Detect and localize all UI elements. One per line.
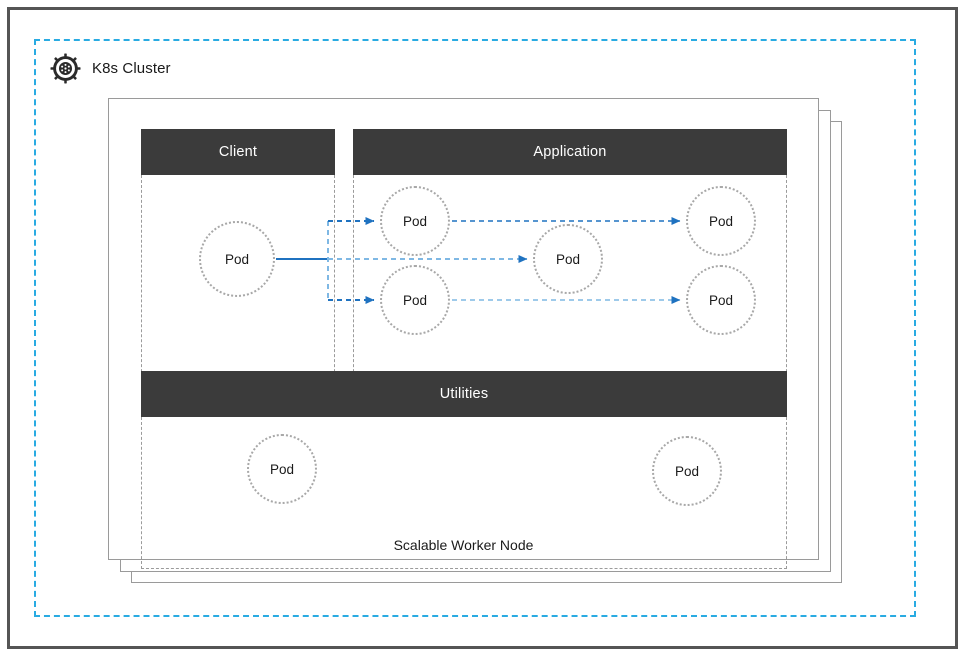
group-utilities-body: [141, 417, 787, 569]
pod-application-5[interactable]: Pod: [686, 265, 756, 335]
group-client-header: Client: [141, 129, 335, 175]
group-application-header: Application: [353, 129, 787, 175]
pod-utilities-1[interactable]: Pod: [247, 434, 317, 504]
k8s-cluster-boundary: [34, 39, 916, 617]
cluster-title-row: K8s Cluster: [50, 52, 171, 84]
pod-client-1[interactable]: Pod: [199, 221, 275, 297]
group-client: Client: [141, 129, 335, 392]
image-frame-border: [7, 7, 958, 649]
pod-application-3[interactable]: Pod: [533, 224, 603, 294]
worker-node-label: Scalable Worker Node: [393, 537, 534, 553]
pod-label: Pod: [708, 213, 734, 229]
group-client-title: Client: [218, 144, 258, 160]
pod-application-2[interactable]: Pod: [380, 265, 450, 335]
group-application: Application: [353, 129, 787, 392]
pod-utilities-2[interactable]: Pod: [652, 436, 722, 506]
pod-label: Pod: [402, 292, 428, 308]
pod-application-1[interactable]: Pod: [380, 186, 450, 256]
pod-label: Pod: [224, 251, 250, 267]
pod-label: Pod: [269, 461, 295, 477]
cluster-title: K8s Cluster: [92, 59, 171, 77]
group-application-title: Application: [533, 144, 607, 160]
kubernetes-helm-icon: [50, 52, 81, 84]
pod-label: Pod: [674, 463, 700, 479]
pod-label: Pod: [402, 213, 428, 229]
pod-label: Pod: [555, 251, 581, 267]
pod-application-4[interactable]: Pod: [686, 186, 756, 256]
group-utilities-header: Utilities: [141, 371, 787, 417]
group-utilities: Utilities: [141, 371, 787, 569]
pod-label: Pod: [708, 292, 734, 308]
group-utilities-title: Utilities: [439, 386, 489, 402]
